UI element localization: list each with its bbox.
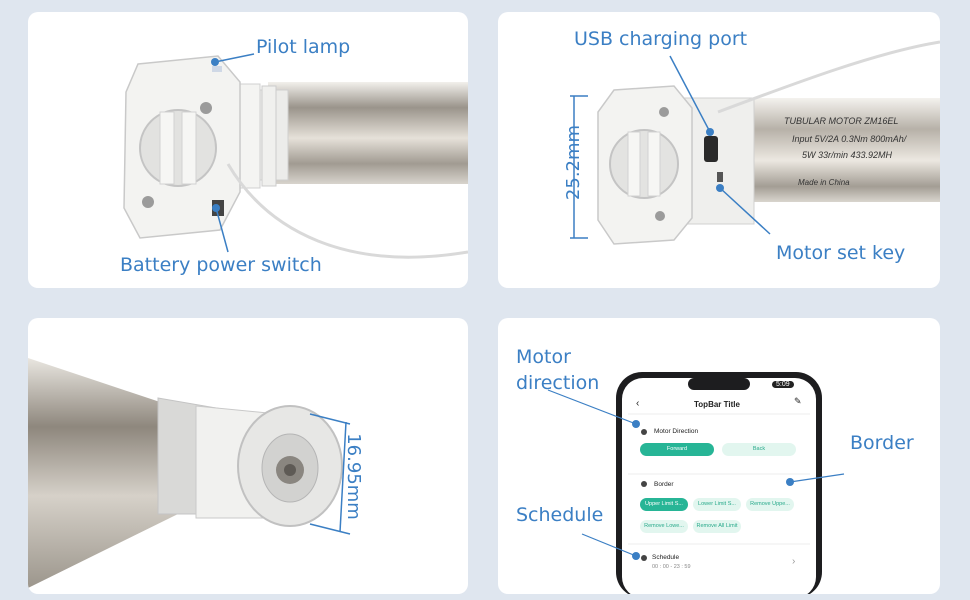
edit-icon[interactable]: ✎ [794,396,802,406]
panel-pilot-lamp: Pilot lamp Battery power switch [28,12,468,288]
motor-end-photo [28,358,351,588]
schedule-time: 00 : 00 - 23 : 59 [652,564,691,570]
motor-direction-label: Motor direction [516,346,600,394]
topbar-title: TopBar Title [694,400,740,409]
usb-charging-port-label: USB charging port [574,28,748,50]
pilot-lamp-label: Pilot lamp [256,36,351,58]
schedule-label: Schedule [516,504,604,526]
height-dimension: 25.2mm [563,124,585,201]
motor-set-key-label: Motor set key [776,242,906,264]
remove-upper-button[interactable]: Remove Uppe... [746,498,794,511]
border-title: Border [654,481,674,488]
panel-app: 5:09 ‹ TopBar Title ✎ Motor Direction Fo… [498,318,940,594]
remove-all-limit-button[interactable]: Remove All Limit [693,520,741,533]
remove-lower-button[interactable]: Remove Lowe... [640,520,688,533]
battery-power-switch-label: Battery power switch [120,254,322,276]
phone-time: 5:09 [772,381,794,388]
motor-side-photo [570,40,940,245]
lower-limit-set-button[interactable]: Lower Limit S... [693,498,741,511]
motor-label-line3: 5W 33r/min 433.92MH [802,150,893,160]
upper-limit-set-button[interactable]: Upper Limit S... [640,498,688,511]
diameter-dimension: 16.95mm [342,433,364,520]
forward-button[interactable]: Forward [640,443,714,456]
back-button[interactable]: Back [722,443,796,456]
panel-diameter: 16.95mm [28,318,468,594]
border-label: Border [850,432,914,454]
motor-direction-title: Motor Direction [654,428,699,435]
chevron-right-icon[interactable]: › [792,556,796,567]
panel-usb-port: TUBULAR MOTOR ZM16EL Input 5V/2A 0.3Nm 8… [498,12,940,288]
back-arrow-icon[interactable]: ‹ [636,398,640,409]
motor-label-line4: Made in China [798,178,850,187]
motor-head-photo [123,53,468,259]
motor-label-line1: TUBULAR MOTOR ZM16EL [784,116,899,126]
motor-label-line2: Input 5V/2A 0.3Nm 800mAh/ [792,134,907,144]
schedule-title[interactable]: Schedule [652,554,680,561]
phone-frame [547,372,845,594]
